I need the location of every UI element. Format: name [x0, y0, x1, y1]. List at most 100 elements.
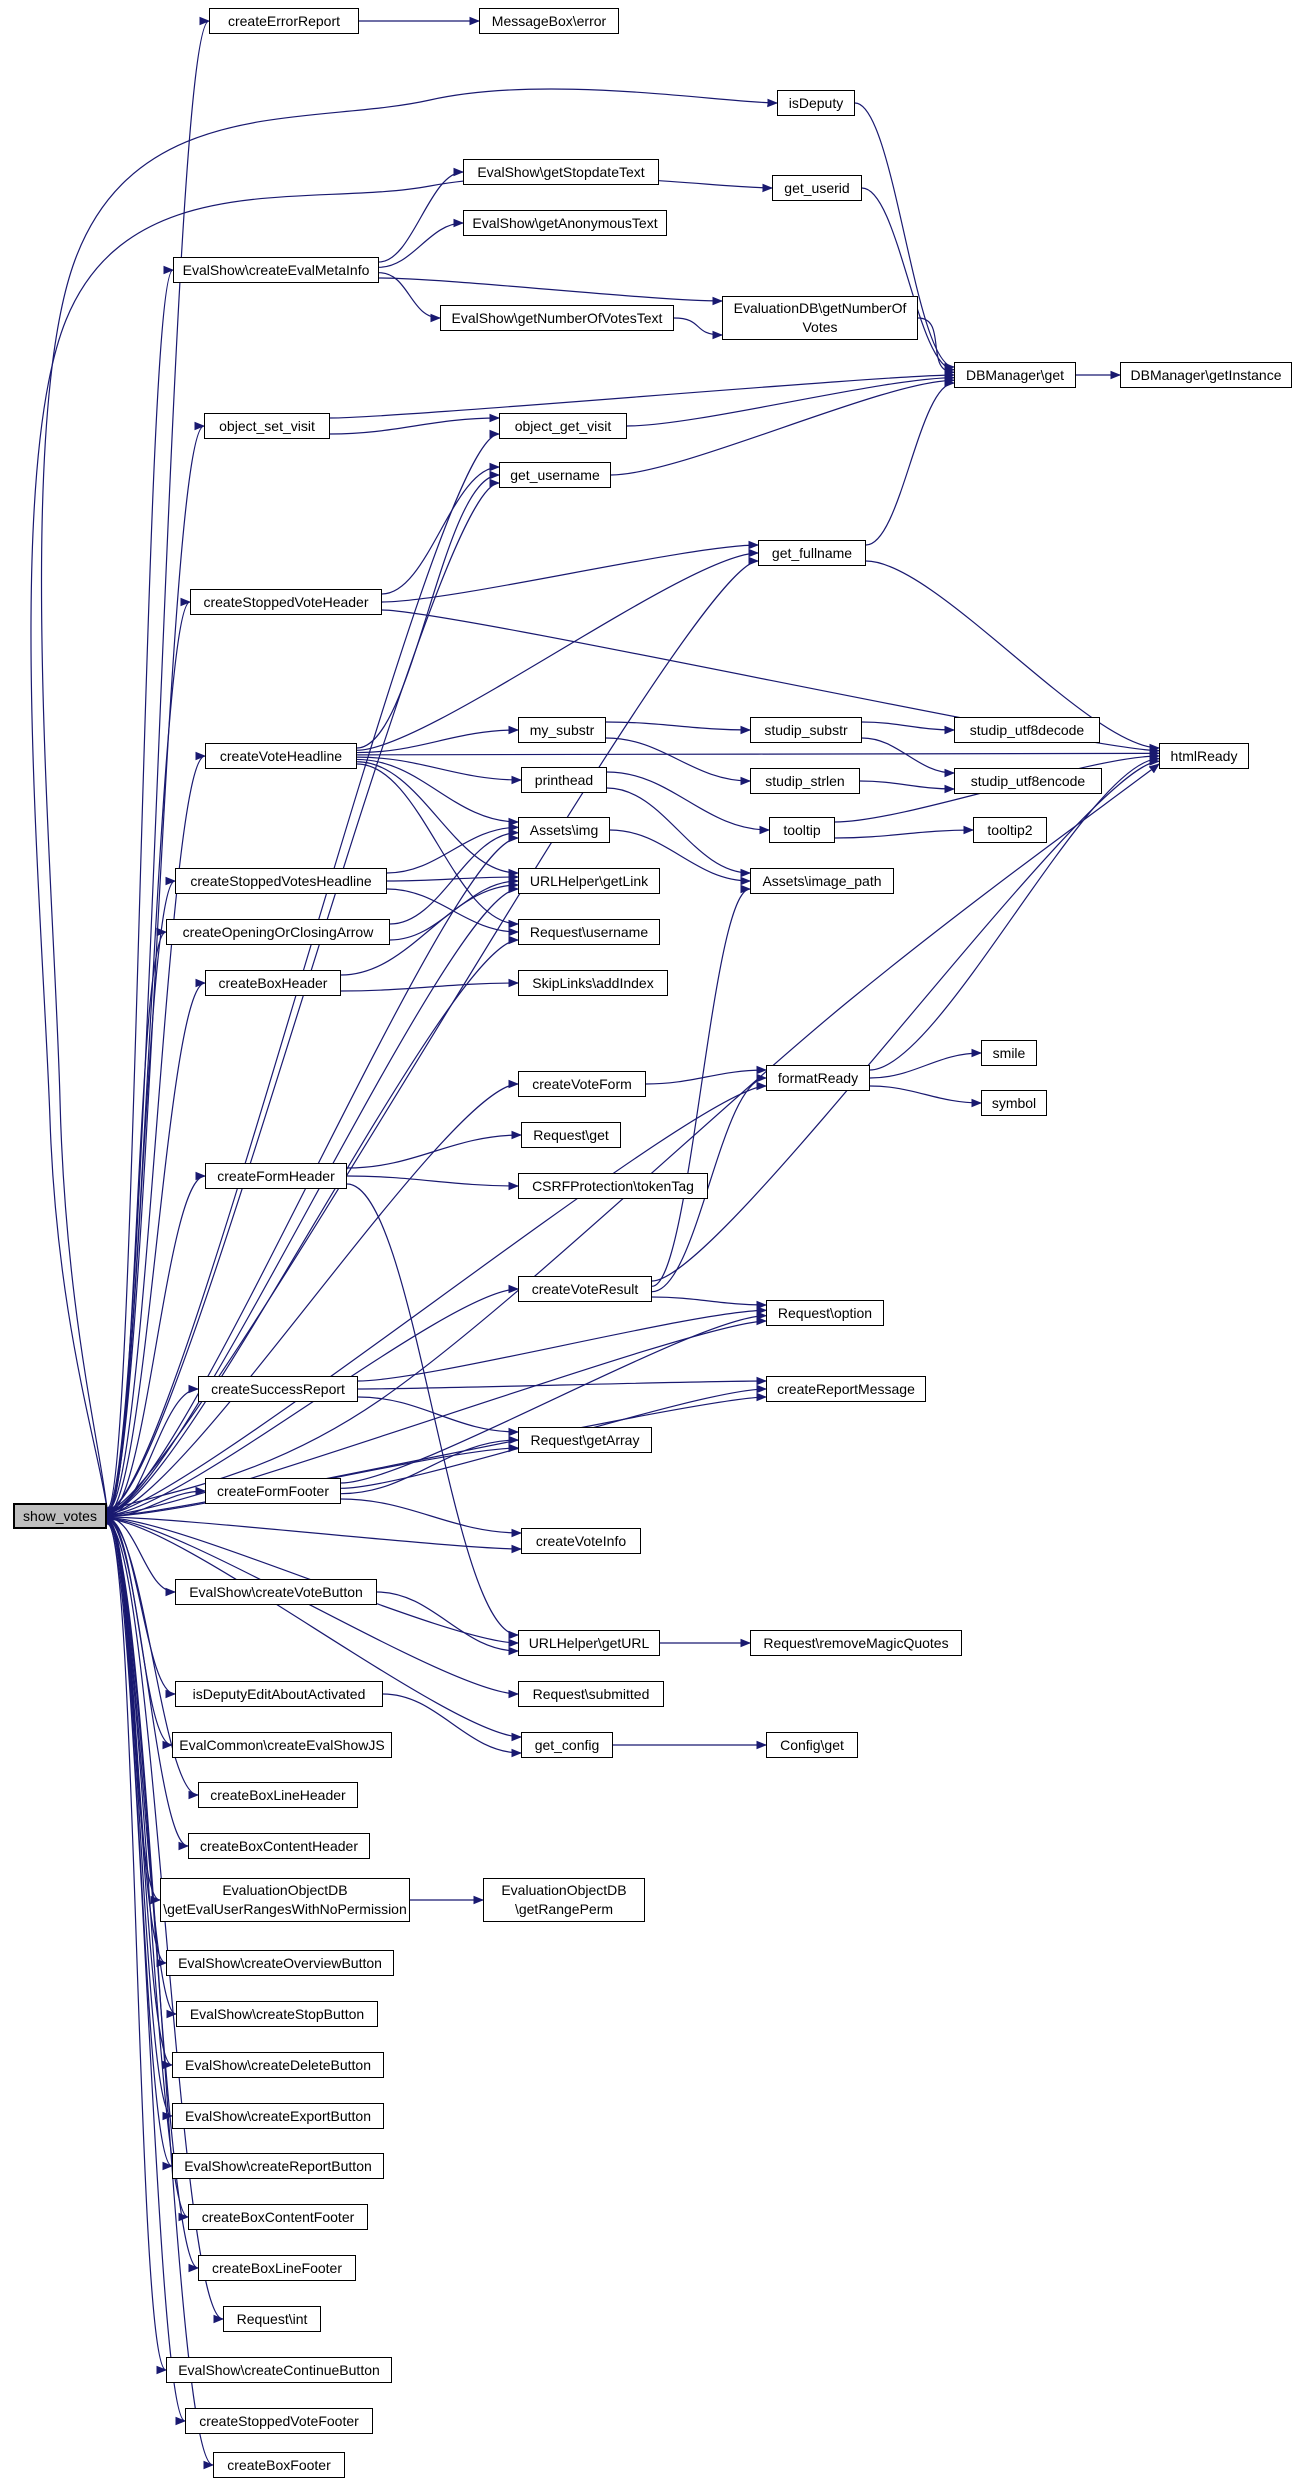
node-tooltip2[interactable]: tooltip2 [973, 817, 1047, 843]
node-dbmanager-get[interactable]: DBManager\get [954, 362, 1076, 388]
node-createstoppedvotesheadline[interactable]: createStoppedVotesHeadline [175, 868, 387, 894]
node-evalshow-getstopdatetext[interactable]: EvalShow\getStopdateText [463, 159, 659, 185]
node-evalshow-createstopbutton[interactable]: EvalShow\createStopButton [176, 2001, 378, 2027]
node-isdeputy[interactable]: isDeputy [777, 90, 855, 116]
node-request-get[interactable]: Request\get [521, 1122, 621, 1148]
edge-show_votes-to-EvalShow_createContinueButton [106, 1522, 168, 2375]
node-assets-image-path[interactable]: Assets\image_path [750, 868, 894, 894]
node-studip-strlen[interactable]: studip_strlen [750, 768, 860, 794]
edge-createFormHeader-to-CSRFProtection_tokenTag [346, 1175, 520, 1191]
node-request-int[interactable]: Request\int [223, 2306, 321, 2332]
node-createboxcontentfooter[interactable]: createBoxContentFooter [188, 2204, 368, 2230]
edge-createStoppedVoteHeader-to-get_fullname [381, 540, 760, 603]
edge-EvalShow_createEvalMetaInfo-to-EvaluationDB_getNumberOfVotes [378, 277, 724, 306]
node-my-substr[interactable]: my_substr [518, 717, 606, 743]
node-request-option[interactable]: Request\option [766, 1300, 884, 1326]
node-createopeningorclosingarrow[interactable]: createOpeningOrClosingArrow [166, 919, 390, 945]
node-tooltip[interactable]: tooltip [769, 817, 835, 843]
node-evalshow-createdeletebutton[interactable]: EvalShow\createDeleteButton [172, 2052, 384, 2078]
node-createboxfooter[interactable]: createBoxFooter [213, 2452, 345, 2478]
node-object-get-visit[interactable]: object_get_visit [499, 413, 627, 439]
edge-EvalShow_createEvalMetaInfo-to-EvalShow_getStopdateText [378, 167, 465, 263]
node-label-line: EvaluationObjectDB [501, 1882, 627, 1898]
edge-show_votes-to-URLHelper_getLink [106, 884, 520, 1514]
edge-Assets_img-to-Assets_image_path [609, 829, 752, 886]
node-evalshow-createvotebutton[interactable]: EvalShow\createVoteButton [175, 1579, 377, 1605]
node-createboxlineheader[interactable]: createBoxLineHeader [198, 1782, 358, 1808]
edge-createVoteResult-to-Assets_image_path [651, 884, 752, 1287]
node-createformfooter[interactable]: createFormFooter [205, 1478, 341, 1504]
node-evalshow-getanonymoustext[interactable]: EvalShow\getAnonymousText [463, 210, 667, 236]
edge-createStoppedVotesHeadline-to-Request_username [386, 888, 520, 937]
node-createstoppedvoteheader[interactable]: createStoppedVoteHeader [190, 589, 382, 615]
node-createstoppedvotefooter[interactable]: createStoppedVoteFooter [185, 2408, 373, 2434]
edge-formatReady-to-symbol [869, 1085, 983, 1108]
node-evalshow-createcontinuebutton[interactable]: EvalShow\createContinueButton [166, 2357, 392, 2383]
node-createerrorreport[interactable]: createErrorReport [209, 8, 359, 34]
edge-show_votes-to-createBoxHeader [106, 978, 207, 1515]
node-evaluationobjectdb-getrangeperm[interactable]: EvaluationObjectDB \getRangePerm [483, 1878, 645, 1922]
node-createvoteresult[interactable]: createVoteResult [518, 1276, 652, 1302]
node-createvoteheadline[interactable]: createVoteHeadline [205, 743, 357, 769]
node-studip-substr[interactable]: studip_substr [750, 717, 862, 743]
node-createsuccessreport[interactable]: createSuccessReport [198, 1376, 358, 1402]
node-csrfprotection-tokentag[interactable]: CSRFProtection\tokenTag [518, 1173, 708, 1199]
node-request-getarray[interactable]: Request\getArray [518, 1427, 652, 1453]
node-urlhelper-getlink[interactable]: URLHelper\getLink [518, 868, 660, 894]
node-createboxcontentheader[interactable]: createBoxContentHeader [188, 1833, 370, 1859]
node-get-fullname[interactable]: get_fullname [758, 540, 866, 566]
node-dbmanager-getinstance[interactable]: DBManager\getInstance [1120, 362, 1292, 388]
edge-createVoteHeadline-to-my_substr [356, 725, 520, 754]
edge-formatReady-to-smile [869, 1048, 983, 1079]
node-createvoteinfo[interactable]: createVoteInfo [521, 1528, 641, 1554]
node-printhead[interactable]: printhead [521, 767, 607, 793]
node-show-votes[interactable]: show_votes [13, 1503, 107, 1529]
edge-createBoxHeader-to-SkipLinks_addIndex [340, 978, 520, 992]
edge-createFormHeader-to-URLHelper_getURL [346, 1183, 520, 1640]
edge-studip_strlen-to-studip_utf8encode [859, 780, 956, 794]
node-assets-img[interactable]: Assets\img [518, 817, 610, 843]
node-evalshow-createexportbutton[interactable]: EvalShow\createExportButton [172, 2103, 384, 2129]
node-get-config[interactable]: get_config [521, 1732, 613, 1758]
node-get-username[interactable]: get_username [499, 462, 611, 488]
node-createboxheader[interactable]: createBoxHeader [205, 970, 341, 996]
node-request-removemagicquotes[interactable]: Request\removeMagicQuotes [750, 1630, 962, 1656]
node-isdeputyeditaboutactivated[interactable]: isDeputyEditAboutActivated [175, 1681, 383, 1707]
edge-show_votes-to-get_username [106, 478, 501, 1511]
node-request-username[interactable]: Request\username [518, 919, 660, 945]
node-evalcommon-createevalshowjs[interactable]: EvalCommon\createEvalShowJS [172, 1732, 392, 1758]
node-evalshow-createreportbutton[interactable]: EvalShow\createReportButton [172, 2153, 384, 2179]
node-createformheader[interactable]: createFormHeader [205, 1163, 347, 1189]
edge-show_votes-to-createErrorReport [106, 17, 211, 1509]
node-studip-utf8encode[interactable]: studip_utf8encode [954, 768, 1102, 794]
node-messagebox-error[interactable]: MessageBox\error [479, 8, 619, 34]
node-label-line: \getRangePerm [514, 1901, 614, 1917]
edge-createFormFooter-to-Request_option [340, 1311, 768, 1484]
node-get-userid[interactable]: get_userid [772, 175, 862, 201]
edge-show_votes-to-createVoteForm [106, 1079, 520, 1515]
node-label-line: EvaluationObjectDB [222, 1882, 348, 1898]
node-createvoteform[interactable]: createVoteForm [518, 1071, 646, 1097]
node-config-get[interactable]: Config\get [766, 1732, 858, 1758]
node-smile[interactable]: smile [981, 1040, 1037, 1066]
node-evaluationobjectdb-getevaluserrangeswithnopermission[interactable]: EvaluationObjectDB\getEvalUserRangesWith… [160, 1878, 410, 1922]
node-urlhelper-geturl[interactable]: URLHelper\getURL [518, 1630, 660, 1656]
node-object-set-visit[interactable]: object_set_visit [204, 413, 330, 439]
node-evalshow-getnumberofvotestext[interactable]: EvalShow\getNumberOfVotesText [440, 305, 674, 331]
node-createreportmessage[interactable]: createReportMessage [766, 1376, 926, 1402]
node-createboxlinefooter[interactable]: createBoxLineFooter [198, 2255, 356, 2281]
node-skiplinks-addindex[interactable]: SkipLinks\addIndex [518, 970, 668, 996]
edge-createVoteHeadline-to-get_username [356, 470, 501, 749]
edge-show_votes-to-get_config [106, 1518, 523, 1742]
node-htmlready[interactable]: htmlReady [1159, 743, 1249, 769]
node-evalshow-createoverviewbutton[interactable]: EvalShow\createOverviewButton [166, 1950, 394, 1976]
node-symbol[interactable]: symbol [981, 1090, 1047, 1116]
node-request-submitted[interactable]: Request\submitted [518, 1681, 664, 1707]
edge-show_votes-to-isDeputy [40, 88, 779, 1509]
node-evalshow-createevalmetainfo[interactable]: EvalShow\createEvalMetaInfo [173, 257, 379, 283]
node-formatready[interactable]: formatReady [766, 1065, 870, 1091]
edge-createOpeningOrClosingArrow-to-Assets_img [389, 828, 520, 925]
node-studip-utf8decode[interactable]: studip_utf8decode [954, 717, 1100, 743]
